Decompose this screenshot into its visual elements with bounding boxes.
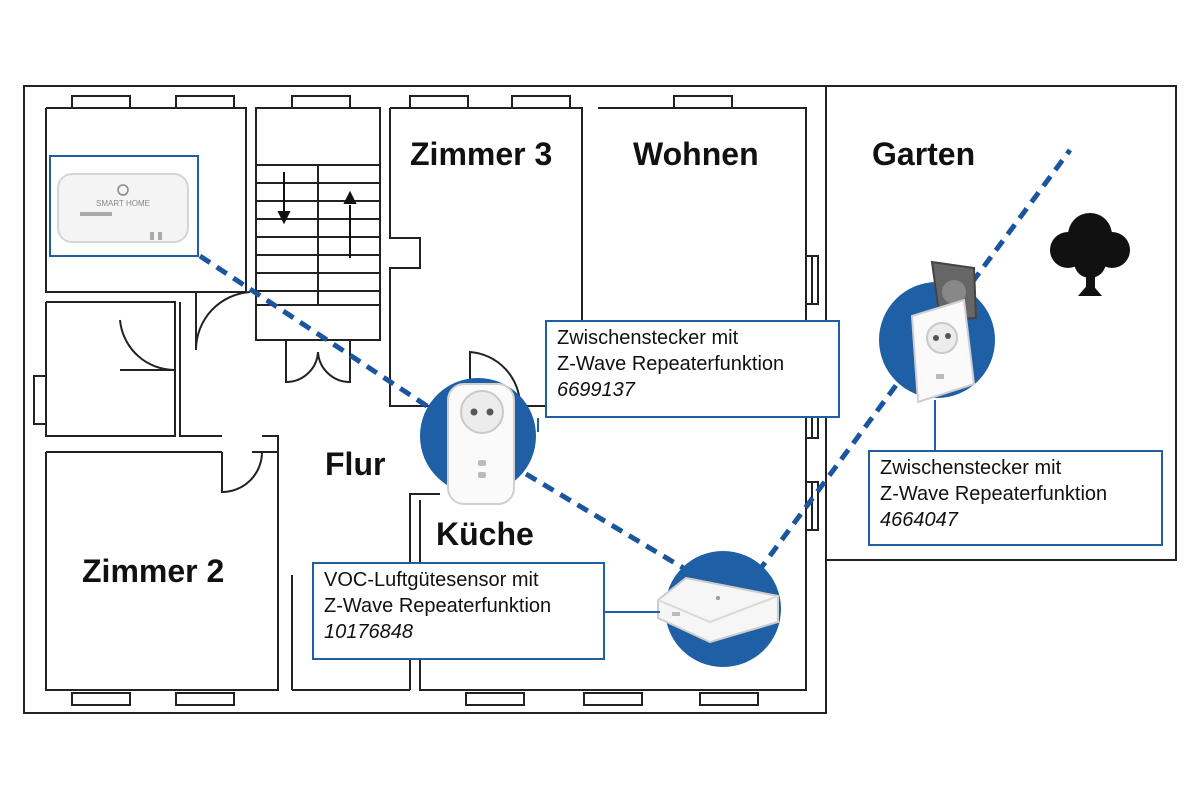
callout-plug-inside-line1: Zwischenstecker mit xyxy=(557,327,739,349)
callout-plug-inside-article: 6699137 xyxy=(557,379,635,401)
callout-connectors xyxy=(537,400,936,613)
callout-plug-garden-line2: Z-Wave Repeaterfunktion xyxy=(880,483,1108,505)
hub-logo-icon xyxy=(117,184,129,196)
tree-icon xyxy=(1050,213,1130,296)
plug-garden-icon xyxy=(910,260,978,404)
callout-voc-sensor: VOC-Luftgütesensor mit Z-Wave Repeaterfu… xyxy=(312,562,605,660)
room-label-garten: Garten xyxy=(872,136,976,172)
voc-sensor-icon xyxy=(657,576,779,644)
plug-inside-icon xyxy=(447,383,515,505)
room-label-zimmer3: Zimmer 3 xyxy=(410,136,553,172)
callout-plug-garden-line1: Zwischenstecker mit xyxy=(880,457,1062,479)
callout-plug-garden-article: 4664047 xyxy=(880,509,958,531)
hub-device-icon xyxy=(57,173,189,243)
callout-voc-sensor-line2: Z-Wave Repeaterfunktion xyxy=(324,595,552,617)
callout-plug-inside: Zwischenstecker mit Z-Wave Repeaterfunkt… xyxy=(545,320,840,418)
stair-arrows xyxy=(277,172,357,258)
room-label-kueche: Küche xyxy=(436,516,534,552)
callout-plug-inside-line2: Z-Wave Repeaterfunktion xyxy=(557,353,785,375)
room-label-zimmer2: Zimmer 2 xyxy=(82,553,225,589)
room-label-wohnen: Wohnen xyxy=(633,136,759,172)
smart-home-hub: SMART HOME xyxy=(49,155,199,257)
callout-voc-sensor-line1: VOC-Luftgütesensor mit xyxy=(324,569,539,591)
room-label-flur: Flur xyxy=(325,446,386,482)
windows xyxy=(33,95,819,706)
callout-voc-sensor-article: 10176848 xyxy=(324,621,413,643)
hub-brand-text: SMART HOME xyxy=(96,199,150,208)
callout-plug-garden: Zwischenstecker mit Z-Wave Repeaterfunkt… xyxy=(868,450,1163,546)
